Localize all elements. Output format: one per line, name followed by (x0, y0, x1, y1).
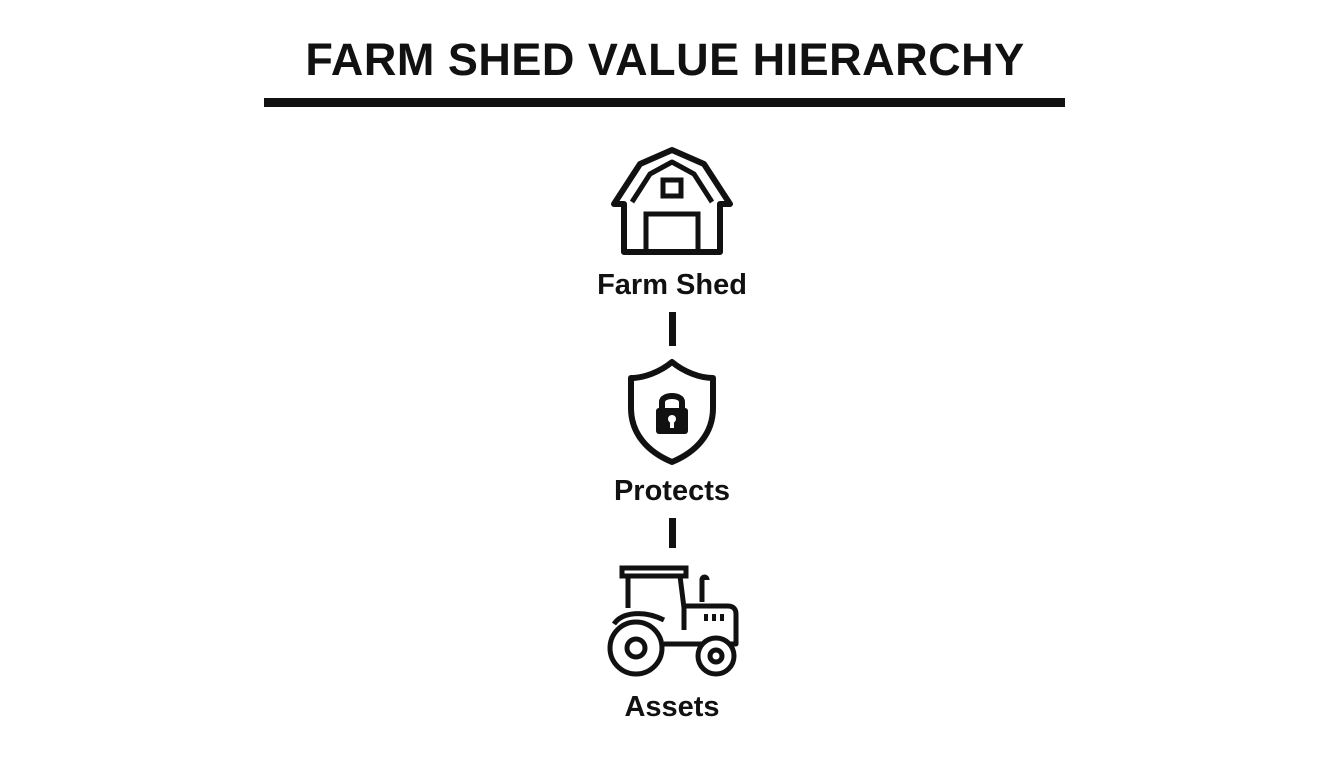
shield-lock-icon (626, 358, 718, 466)
title-underline (264, 98, 1065, 107)
connector-line (669, 312, 676, 346)
node-label-assets: Assets (624, 691, 720, 723)
diagram-title: FARM SHED VALUE HIERARCHY (305, 34, 1025, 85)
node-label-farm-shed: Farm Shed (597, 269, 747, 301)
node-label-protects: Protects (613, 475, 731, 507)
barn-icon (610, 146, 734, 255)
tractor-icon (604, 564, 742, 678)
connector-line (669, 518, 676, 548)
